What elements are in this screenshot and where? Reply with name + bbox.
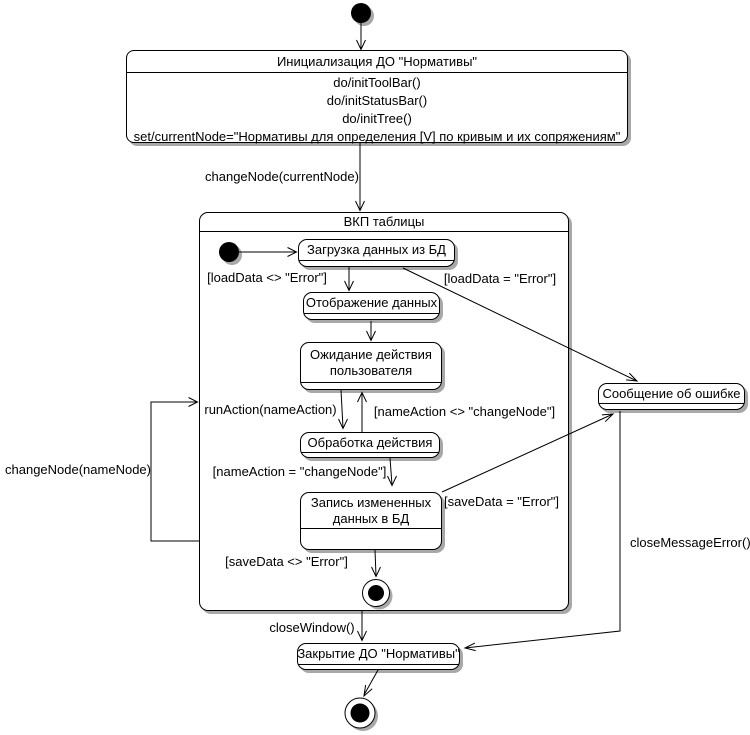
state-error-message: Сообщение об ошибке xyxy=(598,383,745,410)
transition-vkp-to-close xyxy=(357,611,367,642)
label-guard-savedata-error: [saveData = "Error"] xyxy=(443,494,560,509)
initial-state-top xyxy=(351,3,374,26)
transition-close-to-final xyxy=(363,669,379,698)
transition-vkp-self-loop xyxy=(150,397,199,542)
state-init-normativy-actions: do/initToolBar() do/initStatusBar() do/i… xyxy=(127,73,627,146)
state-close-do-title: Закрытие ДО "Нормативы" xyxy=(297,644,460,665)
label-runaction: runAction(nameAction) xyxy=(204,402,337,417)
state-wait-user-action-title: Ожидание действия пользователя xyxy=(301,343,441,383)
state-save-line1: Запись измененных xyxy=(310,494,432,510)
state-load-data: Загрузка данных из БД xyxy=(298,239,455,267)
label-guard-loaddata-ok: [loadData <> "Error"] xyxy=(207,270,327,285)
label-guard-nameaction-neq: [nameAction <> "changeNode"] xyxy=(373,404,556,419)
state-init-normativy-title: Инициализация ДО "Нормативы" xyxy=(127,51,627,73)
state-display-data: Отображение данных xyxy=(303,292,440,320)
label-guard-loaddata-error: [loadData = "Error"] xyxy=(443,271,557,286)
state-action-initstatusbar: do/initStatusBar() xyxy=(326,93,428,108)
state-wait-line2: пользователя xyxy=(329,362,413,378)
composite-state-vkp-title: ВКП таблицы xyxy=(200,213,568,232)
transition-initial-to-init xyxy=(356,23,366,51)
final-state-bottom xyxy=(344,697,378,731)
state-save-line2: данных в БД xyxy=(332,510,410,526)
state-process-action: Обработка действия xyxy=(300,432,440,458)
label-closewindow: closeWindow() xyxy=(269,620,355,635)
label-guard-savedata-ok: [saveData <> "Error"] xyxy=(225,554,348,569)
state-process-action-title: Обработка действия xyxy=(301,433,439,453)
state-wait-user-action: Ожидание действия пользователя xyxy=(300,342,442,390)
state-init-normativy: Инициализация ДО "Нормативы" do/initTool… xyxy=(126,50,628,146)
state-save-data: Запись измененных данных в БД xyxy=(300,492,442,550)
label-closemessageerror: closeMessageError() xyxy=(630,535,750,550)
label-changenode-currentnode: changeNode(currentNode) xyxy=(205,169,359,184)
state-error-message-title: Сообщение об ошибке xyxy=(599,384,744,404)
state-close-do: Закрытие ДО "Нормативы" xyxy=(297,643,460,670)
state-action-setcurrentnode: set/currentNode="Нормативы для определен… xyxy=(133,129,621,144)
state-save-data-title: Запись измененных данных в БД xyxy=(301,493,441,529)
state-wait-line1: Ожидание действия xyxy=(310,346,432,362)
label-changenode-namenode: changeNode(nameNode) xyxy=(5,462,151,477)
label-guard-nameaction-eq: [nameAction = "changeNode"] xyxy=(212,464,387,479)
state-action-inittree: do/initTree() xyxy=(342,111,412,126)
state-action-inittoolbar: do/initToolBar() xyxy=(333,75,421,90)
state-display-data-title: Отображение данных xyxy=(304,293,439,314)
state-load-data-title: Загрузка данных из БД xyxy=(299,240,454,261)
